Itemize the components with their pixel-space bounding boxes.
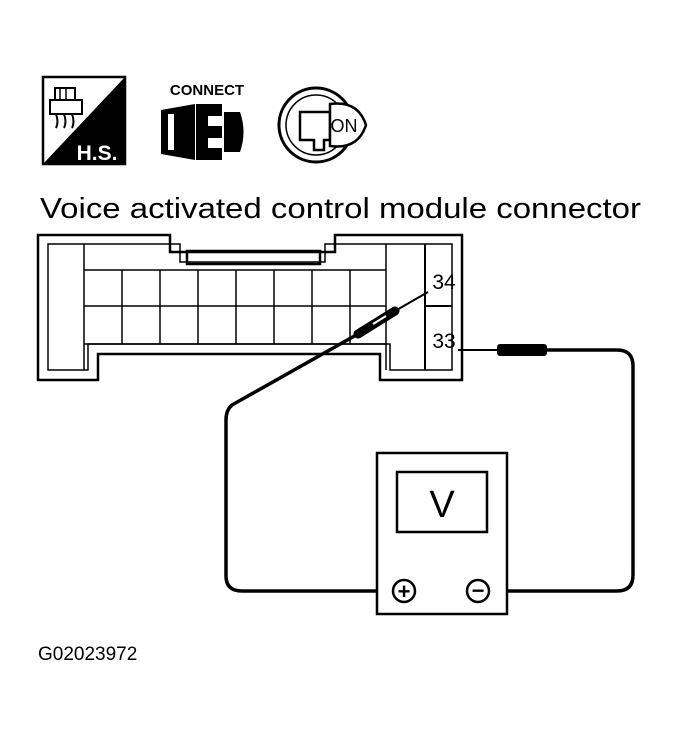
- negative-lead-wire: [478, 348, 635, 593]
- negative-probe: [458, 344, 547, 356]
- negative-terminal: [465, 578, 491, 604]
- voltmeter: V + −: [375, 451, 509, 616]
- connector-title: Voice activated control module connector: [40, 193, 641, 225]
- connect-label: CONNECT: [170, 82, 244, 99]
- harness-side-icon: H.S.: [41, 75, 127, 166]
- ignition-on-label: ON: [331, 116, 358, 136]
- positive-probe: [353, 291, 429, 339]
- figure-id: G02023972: [38, 644, 137, 665]
- voltmeter-display: [395, 470, 489, 534]
- negative-terminal-label: −: [472, 578, 485, 603]
- terminal-33-label: 33: [432, 330, 455, 353]
- positive-terminal-label: +: [398, 579, 411, 604]
- connect-icon: CONNECT: [161, 82, 244, 160]
- positive-terminal: [391, 578, 417, 604]
- ignition-key-on-icon: ON: [277, 86, 368, 164]
- module-connector: [36, 233, 464, 382]
- voltmeter-symbol: V: [429, 484, 455, 526]
- positive-lead-wire: [224, 332, 393, 593]
- terminal-34-label: 34: [432, 271, 456, 294]
- harness-side-label: H.S.: [77, 142, 118, 165]
